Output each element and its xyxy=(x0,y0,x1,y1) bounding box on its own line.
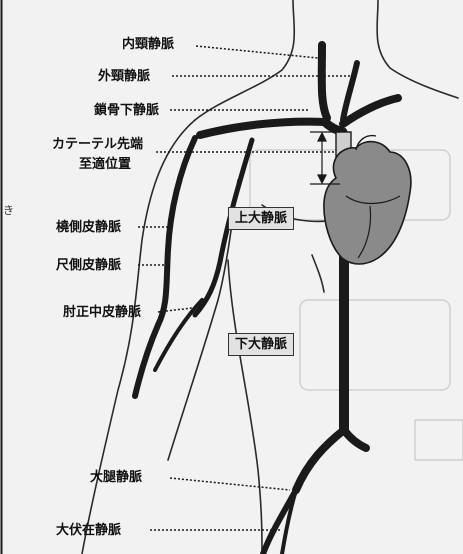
internal-jugular-vein xyxy=(322,45,327,118)
label-external-jugular: 外頸静脈 xyxy=(98,68,150,85)
iliac-left-vein xyxy=(296,430,344,490)
label-basilic: 尺側皮静脈 xyxy=(56,257,121,274)
label-cephalic: 橈側皮静脈 xyxy=(56,219,121,236)
label-great-saphenous: 大伏在静脈 xyxy=(56,522,121,539)
label-median-cubital: 肘正中皮静脈 xyxy=(63,304,141,321)
label-internal-jugular: 内頸静脈 xyxy=(122,36,174,53)
femoral-vein xyxy=(263,490,296,554)
box-inferior-vena-cava: 下大静脈 xyxy=(228,333,294,356)
label-subclavian: 鎖骨下静脈 xyxy=(94,102,159,119)
label-femoral: 大腿静脈 xyxy=(90,469,142,486)
cephalic-vein xyxy=(135,138,195,396)
box-superior-vena-cava: 上大静脈 xyxy=(228,207,294,230)
edge-character: き xyxy=(3,202,14,218)
neck-left-outline xyxy=(195,0,294,120)
iliac-right-vein xyxy=(344,430,366,448)
abdomen-contour xyxy=(312,255,324,292)
trunk-side-outline xyxy=(228,260,262,554)
label-catheter-line1: カテーテル先端 xyxy=(52,136,143,153)
neck-right-outline xyxy=(377,0,458,98)
brachiocephalic-right xyxy=(343,98,398,124)
label-catheter-line2: 至適位置 xyxy=(79,156,131,173)
external-jugular-vein xyxy=(343,63,357,120)
subclavian-vein xyxy=(200,122,325,135)
